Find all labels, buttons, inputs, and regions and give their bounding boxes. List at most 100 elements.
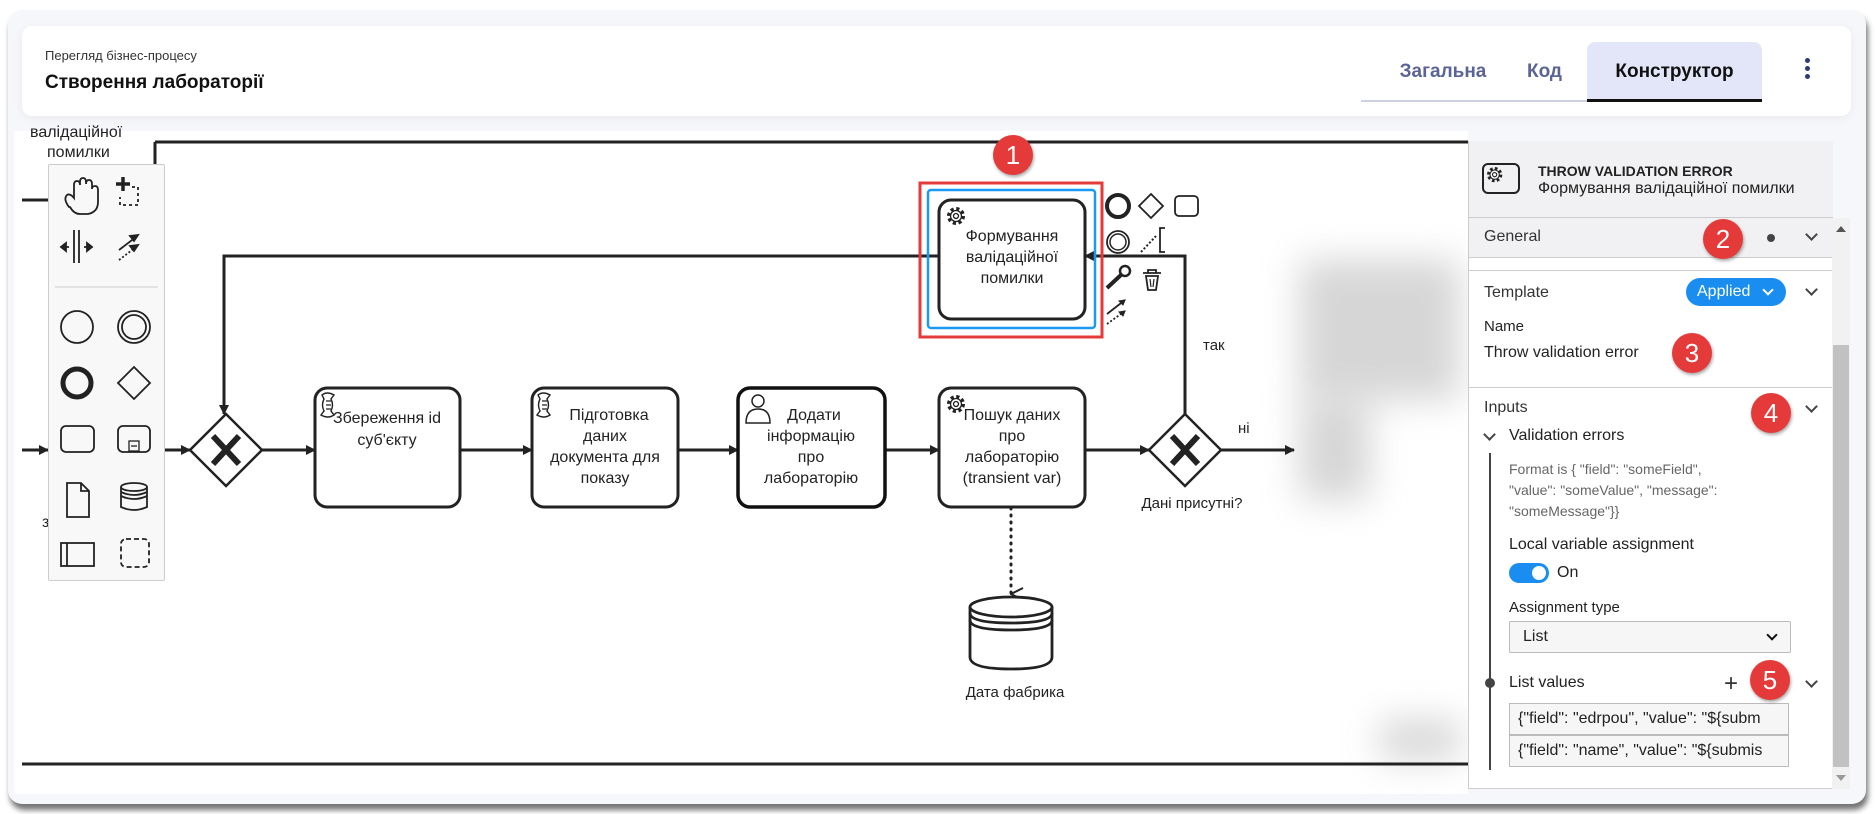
list-value-input[interactable]: {"field": "name", "value": "${submis xyxy=(1509,735,1789,767)
task-icon[interactable] xyxy=(60,425,95,453)
trash-icon[interactable] xyxy=(1143,269,1161,291)
intermediate-event-icon[interactable] xyxy=(1106,230,1130,254)
tabs-underline xyxy=(1361,100,1587,102)
local-variable-toggle[interactable] xyxy=(1509,563,1549,583)
name-label: Name xyxy=(1484,318,1525,335)
tab-constructor[interactable]: Конструктор xyxy=(1587,42,1762,102)
end-event-icon[interactable] xyxy=(60,366,94,400)
group-icon[interactable] xyxy=(120,538,150,568)
step-badge-4: 4 xyxy=(1751,393,1791,433)
data-store-icon[interactable] xyxy=(120,482,148,511)
step-badge-5: 5 xyxy=(1750,660,1790,700)
tool-palette xyxy=(48,164,165,581)
sequence-flow-loop xyxy=(219,254,939,415)
kebab-vertical-icon[interactable] xyxy=(1797,56,1817,86)
assignment-type-select[interactable]: List xyxy=(1509,621,1791,653)
gateway-icon[interactable] xyxy=(1137,192,1165,220)
chevron-down-icon[interactable] xyxy=(1804,401,1820,417)
list-value-input[interactable]: {"field": "edrpou", "value": "${subm xyxy=(1509,703,1789,735)
local-variable-label: Local variable assignment xyxy=(1509,536,1694,553)
changed-dot-icon xyxy=(1767,234,1775,242)
data-object-icon[interactable] xyxy=(66,482,90,518)
flow-label-no: ні xyxy=(1238,420,1250,437)
wrench-icon[interactable] xyxy=(1105,264,1132,290)
lasso-tool-icon[interactable] xyxy=(116,177,139,206)
breadcrumb: Перегляд бізнес-процесу xyxy=(45,48,197,63)
group-template-title: Template xyxy=(1484,284,1549,301)
script-icon xyxy=(536,392,551,418)
service-task-icon xyxy=(1482,163,1520,194)
properties-panel: THROW VALIDATION ERROR Формування валіда… xyxy=(1468,141,1833,789)
chevron-down-icon[interactable] xyxy=(1804,229,1820,245)
highlight-box xyxy=(918,181,1104,339)
gateway-icon[interactable] xyxy=(116,365,152,401)
panel-header: THROW VALIDATION ERROR Формування валіда… xyxy=(1469,141,1833,218)
global-connect-tool-icon[interactable] xyxy=(118,233,140,261)
blurred-region xyxy=(1300,260,1460,400)
connect-icon[interactable] xyxy=(1106,299,1126,325)
sequence-flow-yes xyxy=(1084,251,1187,414)
toggle-state: On xyxy=(1557,564,1579,581)
element-name: Формування валідаційної помилки xyxy=(1538,180,1795,197)
intermediate-event-icon[interactable] xyxy=(117,310,151,344)
flow-label-yes: так xyxy=(1203,337,1225,354)
tree-node-dot xyxy=(1485,678,1495,688)
tab-general[interactable]: Загальна xyxy=(1399,61,1487,82)
partial-label: з xyxy=(42,514,49,531)
divider xyxy=(1469,387,1833,388)
subprocess-icon[interactable] xyxy=(117,425,151,453)
page-header: Перегляд бізнес-процесу Створення лабора… xyxy=(22,26,1851,116)
assignment-type-label: Assignment type xyxy=(1509,599,1620,616)
exclusive-gateway[interactable] xyxy=(188,412,264,488)
sequence-flows[interactable] xyxy=(22,251,1295,594)
tree-line xyxy=(1489,453,1491,770)
start-event-icon[interactable] xyxy=(60,310,94,344)
step-badge-1: 1 xyxy=(993,135,1033,175)
text-annotation-icon[interactable] xyxy=(1140,227,1165,253)
panel-scrollbar[interactable] xyxy=(1832,218,1850,789)
space-tool-icon[interactable] xyxy=(59,230,94,263)
chevron-down-icon[interactable] xyxy=(1482,429,1498,445)
list-values-label[interactable]: List values xyxy=(1509,674,1585,691)
user-icon xyxy=(745,394,771,424)
data-store-label: Дата фабрика xyxy=(966,684,1065,701)
exclusive-gateway-data-present[interactable] xyxy=(1147,412,1223,488)
gateway-label: Дані присутні? xyxy=(1142,495,1243,512)
chevron-down-icon[interactable] xyxy=(1804,676,1820,692)
element-type: THROW VALIDATION ERROR xyxy=(1538,163,1733,179)
pool-icon[interactable] xyxy=(60,542,95,567)
task-icon[interactable] xyxy=(1174,195,1199,217)
group-inputs-title[interactable]: Inputs xyxy=(1484,399,1528,416)
blurred-region xyxy=(1300,400,1370,500)
group-general[interactable]: General xyxy=(1469,218,1833,258)
data-store[interactable] xyxy=(968,595,1054,671)
blurred-region xyxy=(1380,720,1460,760)
validation-errors-title[interactable]: Validation errors xyxy=(1509,427,1625,444)
step-badge-3: 3 xyxy=(1672,333,1712,373)
context-pad xyxy=(1105,192,1199,325)
end-event-icon[interactable] xyxy=(1105,193,1131,219)
hand-tool-icon[interactable] xyxy=(64,177,99,215)
name-value: Throw validation error xyxy=(1484,344,1639,361)
group-template: Template xyxy=(1469,270,1833,387)
template-applied-dropdown[interactable]: Applied xyxy=(1686,278,1786,306)
selection-outline xyxy=(926,188,1097,330)
chevron-down-icon[interactable] xyxy=(1804,284,1820,300)
tab-code[interactable]: Код xyxy=(1526,61,1562,82)
scrollbar-thumb[interactable] xyxy=(1833,345,1849,767)
scroll-up-icon[interactable] xyxy=(1836,226,1846,232)
scroll-down-icon[interactable] xyxy=(1836,775,1846,781)
add-icon[interactable]: + xyxy=(1724,670,1739,697)
